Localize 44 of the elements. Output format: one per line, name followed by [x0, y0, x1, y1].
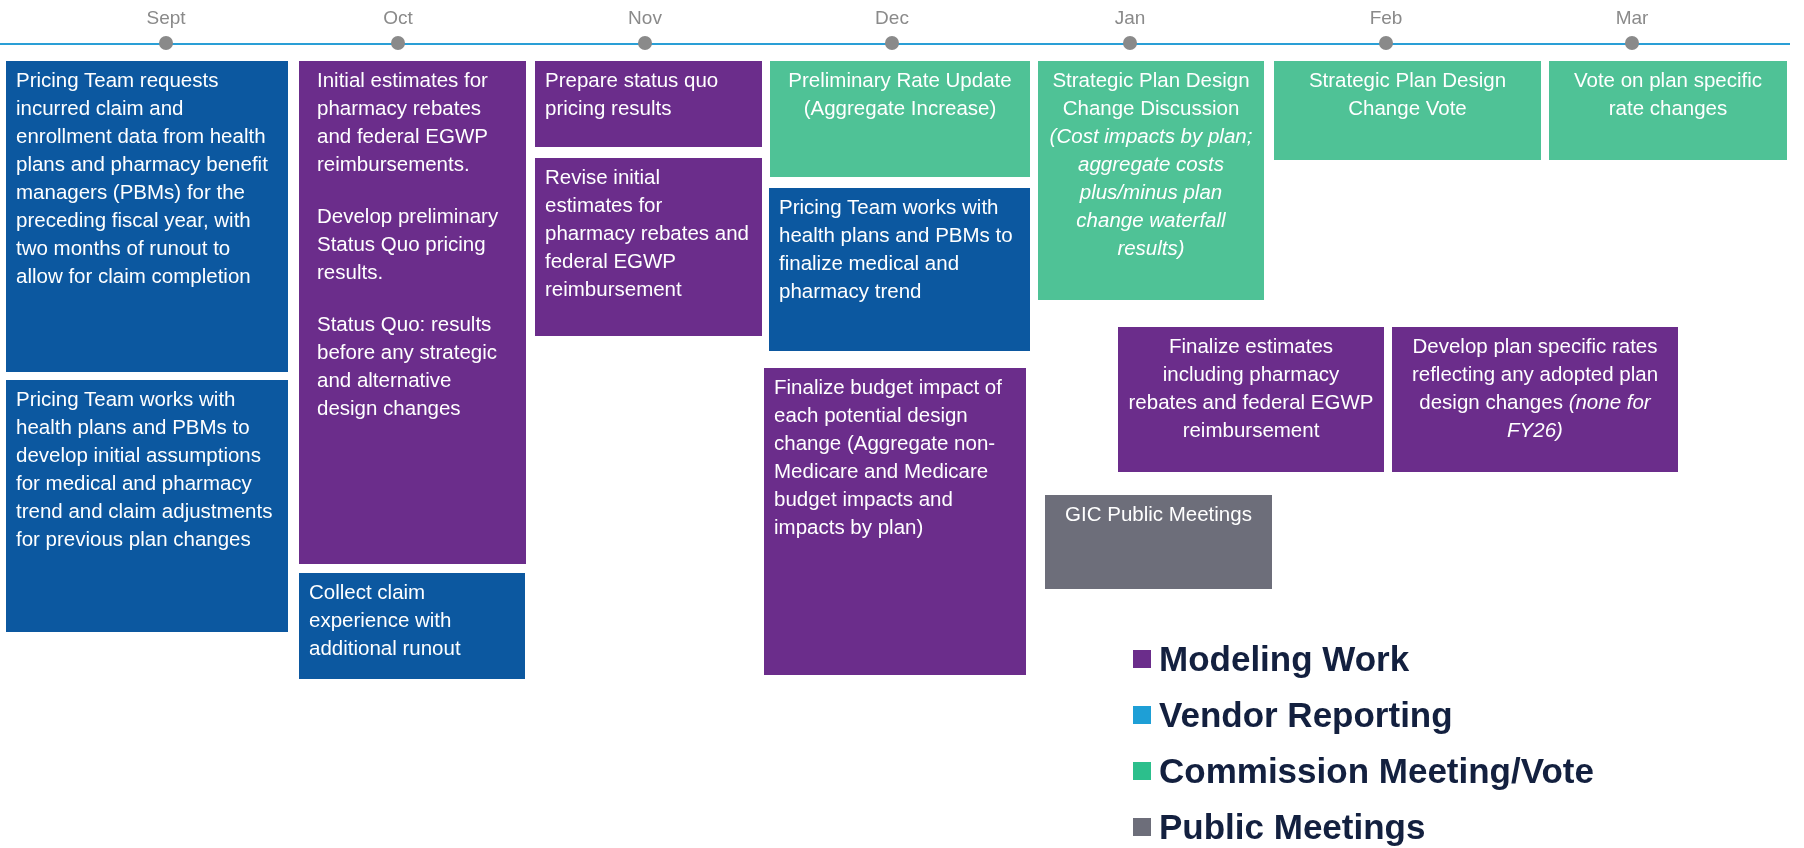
modeling-task-box — [1392, 327, 1678, 472]
commission-meeting-box — [770, 61, 1030, 177]
legend-label: Commission Meeting/Vote — [1159, 749, 1594, 792]
month-label: Mar — [1615, 6, 1649, 30]
month-label: Jan — [1114, 6, 1146, 30]
month-label: Feb — [1369, 6, 1403, 30]
task-text: Strategic Plan Design Change Vote — [1307, 67, 1508, 121]
task-text: Vote on plan specific rate changes — [1572, 67, 1763, 121]
task-note: Develop preliminary Status Quo pricing results. — [317, 203, 500, 285]
task-text: GIC Public Meetings — [1065, 501, 1252, 527]
task-note: (Cost impacts by plan; aggregate costs plus/minus plan change waterfall results) — [1048, 123, 1254, 261]
task-text: Develop plan specific rates reflecting any adopted plan design changes (none for FY26) — [1410, 333, 1660, 443]
task-text: Finalize estimates including pharmacy rebates and federal EGWP reimbursement — [1128, 333, 1374, 443]
month-label: Dec — [875, 6, 909, 30]
month-label: Oct — [383, 6, 413, 30]
legend-label: Vendor Reporting — [1159, 693, 1453, 736]
task-text: Preliminary Rate Update (Aggregate Increase) — [787, 67, 1013, 121]
commission-meeting-box — [1549, 61, 1787, 160]
task-text: Pricing Team requests incurred claim and enrollment data from health plans and pharmacy benefit managers (PBMs) for the preceding fiscal year, with two months of runout to allow for claim completion — [16, 67, 269, 289]
vendor-task-box — [6, 61, 288, 372]
task-text: Strategic Plan Design Change Discussion — [1051, 67, 1251, 121]
vendor-task-box — [299, 573, 525, 679]
task-text: Pricing Team works with health plans and PBMs to finalize medical and pharmacy trend — [779, 194, 1014, 304]
task-text: Pricing Team works with health plans and PBMs to develop initial assumptions for medical and pharmacy trend and claim adjustments for previous plan changes — [16, 386, 274, 552]
task-text: Revise initial estimates for pharmacy rebates and federal EGWP reimbursement — [545, 164, 750, 302]
task-note: Status Quo: results before any strategic and alternative design changes — [317, 311, 499, 421]
public-meeting-box — [1045, 495, 1272, 589]
task-text: Prepare status quo pricing results — [545, 67, 720, 121]
modeling-task-box — [535, 61, 762, 147]
task-text: Finalize budget impact of each potential design change (Aggregate non-Medicare and Medicare budget impacts and impacts by plan) — [774, 374, 1003, 540]
modeling-task-box — [299, 61, 526, 564]
month-label: Sept — [146, 6, 186, 30]
legend-label: Modeling Work — [1159, 637, 1410, 680]
modeling-task-box — [535, 158, 762, 336]
vendor-task-box — [769, 188, 1030, 351]
commission-meeting-box — [1038, 61, 1264, 300]
vendor-task-box — [6, 380, 288, 632]
modeling-task-box — [1118, 327, 1384, 472]
modeling-task-box — [764, 368, 1026, 675]
task-text: Collect claim experience with additional runout — [309, 579, 462, 661]
month-label: Nov — [628, 6, 662, 30]
commission-meeting-box — [1274, 61, 1541, 160]
legend-label: Public Meetings — [1159, 805, 1426, 848]
task-text: Initial estimates for pharmacy rebates and federal EGWP reimbursements. — [317, 67, 489, 177]
